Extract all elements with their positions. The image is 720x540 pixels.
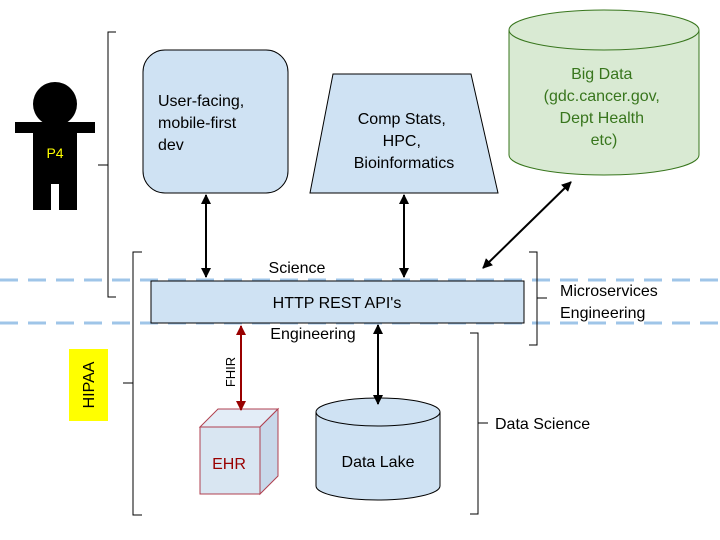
comp-stats-line-3: Bioinformatics <box>354 155 454 172</box>
big-data-label: Big Data (gdc.cancer.gov, Dept Health et… <box>544 66 665 149</box>
engineering-label: Engineering <box>270 326 355 343</box>
microservices-bracket <box>529 251 538 346</box>
microservices-label: Microservices Engineering <box>560 283 662 322</box>
fhir-label: FHIR <box>223 357 238 387</box>
ehr-node <box>198 407 280 496</box>
big-data-line-4: etc) <box>591 132 618 149</box>
data-lake-node <box>315 397 441 501</box>
ehr-label: EHR <box>212 456 246 473</box>
big-data-line-1: Big Data <box>571 66 632 83</box>
comp-stats-line-1: Comp Stats, <box>358 111 446 128</box>
science-label: Science <box>269 260 326 277</box>
big-data-line-2: (gdc.cancer.gov, <box>544 88 660 105</box>
comp-stats-line-2: HPC, <box>383 133 421 150</box>
hipaa-bracket <box>132 251 142 516</box>
persona-icon <box>15 82 95 210</box>
big-data-line-3: Dept Health <box>560 110 645 127</box>
user-facing-line-1: User-facing, <box>158 93 244 110</box>
comp-stats-label: Comp Stats, HPC, Bioinformatics <box>354 111 454 172</box>
big-data-api-arrow <box>482 181 572 269</box>
microservices-line-2: Engineering <box>560 305 645 322</box>
user-facing-label: User-facing, mobile-first dev <box>158 93 249 154</box>
hipaa-badge <box>69 349 108 421</box>
user-facing-line-3: dev <box>158 137 184 154</box>
api-node <box>150 280 525 324</box>
persona-label: P4 <box>46 145 63 161</box>
api-label: HTTP REST API's <box>273 295 402 312</box>
big-data-node <box>508 9 700 176</box>
data-lake-label: Data Lake <box>342 454 415 471</box>
data-science-bracket <box>470 332 479 515</box>
microservices-line-1: Microservices <box>560 283 658 300</box>
hipaa-label: HIPAA <box>81 361 98 408</box>
top-left-bracket <box>107 31 116 298</box>
user-facing-line-2: mobile-first <box>158 115 237 132</box>
user-facing-node <box>142 49 289 194</box>
data-science-label: Data Science <box>495 416 590 433</box>
